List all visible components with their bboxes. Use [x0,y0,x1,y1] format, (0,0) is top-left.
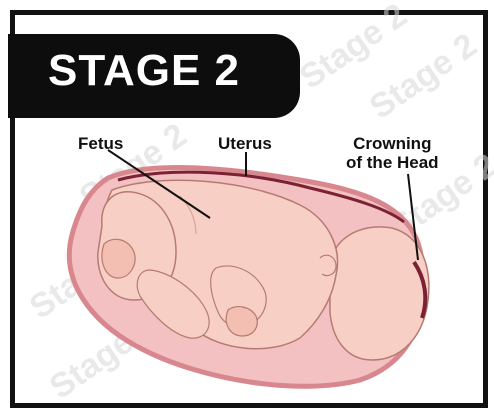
uterus-label: Uterus [218,134,272,153]
stage-title: STAGE 2 [48,46,240,96]
fetus-head [330,227,429,360]
crowning-label: Crowning of the Head [346,134,439,172]
fetus-foot [102,239,135,278]
fetus-hand [226,307,257,336]
crowning-label-line1: Crowning [346,134,439,153]
crowning-label-line2: of the Head [346,153,439,172]
fetus-label: Fetus [78,134,123,153]
